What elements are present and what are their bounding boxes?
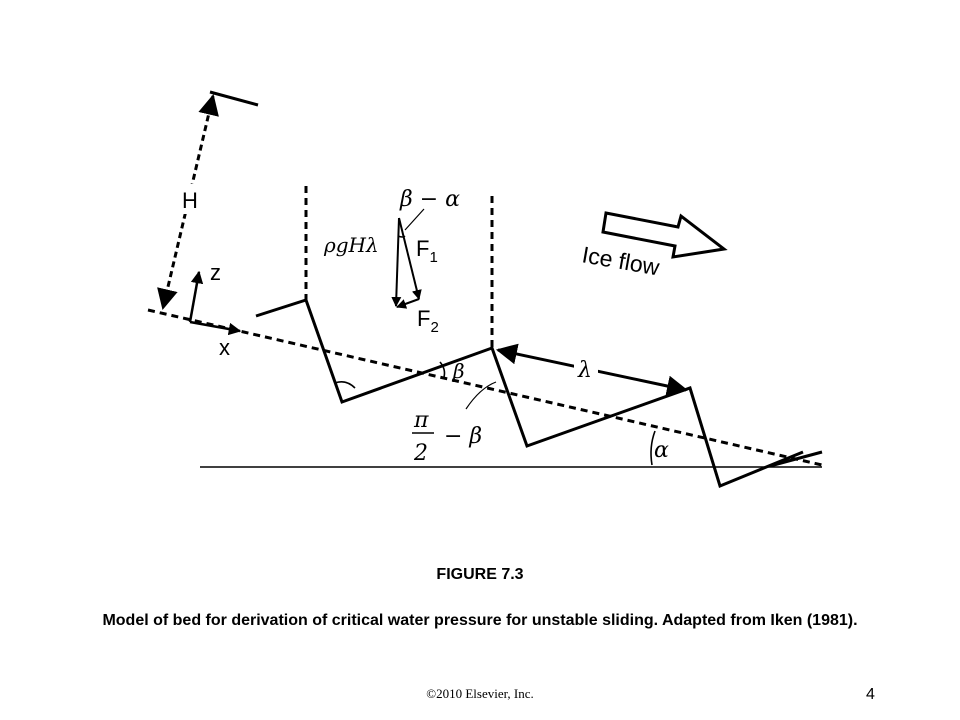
mean-bed-slope-line bbox=[147, 308, 823, 467]
f1-label-sub: 1 bbox=[429, 249, 437, 266]
thickness-label: H bbox=[182, 188, 198, 213]
alpha-label: α bbox=[654, 438, 669, 463]
figure-caption: Model of bed for derivation of critical … bbox=[102, 612, 858, 629]
x-axis-label: x bbox=[219, 335, 230, 360]
thickness-label-bg bbox=[178, 184, 204, 214]
f2-label-sub: 2 bbox=[430, 319, 438, 336]
thickness-arrow bbox=[157, 93, 219, 311]
f2-force-arrow bbox=[396, 298, 420, 309]
weight-force-arrow bbox=[391, 217, 402, 307]
wavelength-label: λ bbox=[577, 358, 592, 383]
beta-minus-alpha-arc bbox=[397, 235, 406, 238]
f2-label-main: F bbox=[417, 306, 430, 331]
alpha-angle-arc bbox=[650, 430, 656, 466]
wavelength-label-bg bbox=[574, 354, 598, 382]
copyright-notice: ©2010 Elsevier, Inc. bbox=[426, 686, 534, 701]
f1-label: F1 bbox=[416, 236, 438, 266]
f1-label-main: F bbox=[416, 236, 429, 261]
beta-minus-alpha-pointer bbox=[404, 208, 425, 231]
z-axis-arrow bbox=[188, 270, 204, 323]
page-number: 4 bbox=[866, 686, 875, 703]
x-axis-arrow bbox=[189, 320, 242, 336]
ice-surface-line bbox=[209, 90, 259, 107]
bed-profile bbox=[255, 298, 804, 489]
bed-corner-angle-arc bbox=[334, 381, 356, 389]
ice-flow-arrow-icon bbox=[601, 211, 728, 259]
bed-profile-tail bbox=[769, 450, 823, 468]
f2-label: F2 bbox=[417, 306, 439, 336]
pi-over-two-numerator: π bbox=[413, 408, 429, 433]
beta-label: β bbox=[452, 359, 465, 383]
pi-over-two-minus-beta-rest: − β bbox=[444, 424, 482, 449]
rho-g-h-lambda-label: ρgHλ bbox=[323, 233, 379, 257]
z-axis-label: z bbox=[210, 260, 221, 285]
f1-force-arrow bbox=[398, 217, 422, 300]
figure-title: FIGURE 7.3 bbox=[436, 566, 524, 583]
beta-minus-alpha-label: β − α bbox=[399, 187, 460, 212]
bed-diagram: H z x β − α ρgHλ F1 F2 Ice flow λ bbox=[147, 90, 823, 489]
ice-flow-label: Ice flow bbox=[580, 241, 662, 280]
pi-over-two-pointer bbox=[465, 381, 497, 410]
pi-over-two-denominator: 2 bbox=[413, 441, 428, 466]
beta-angle-arc bbox=[439, 361, 446, 378]
